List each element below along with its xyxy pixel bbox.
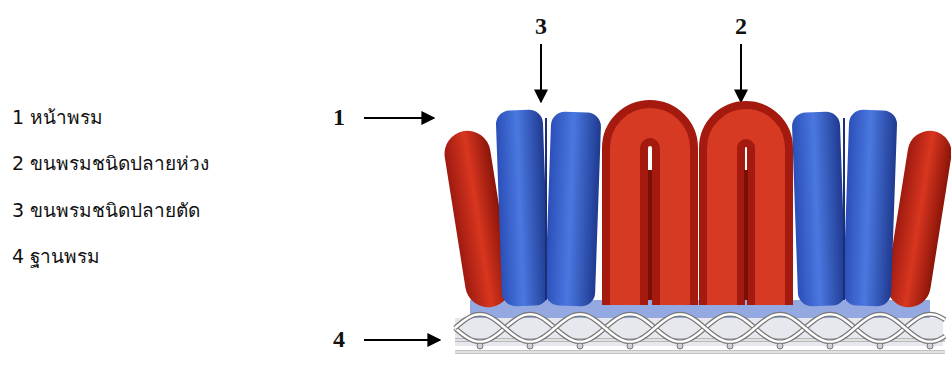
loop-pile (625, 123, 770, 305)
part-name: 4 ฐานพรม (12, 245, 100, 268)
leader-arrow (364, 117, 434, 119)
leader-arrow (740, 44, 742, 102)
callout-number: 1 (333, 103, 345, 132)
cut-pile (496, 109, 898, 307)
part-name: 2 ขนพรมชนิดปลายห่วง (12, 152, 209, 175)
part-name: 3 ขนพรมชนิดปลายตัด (12, 199, 200, 222)
callout-number: 2 (735, 12, 747, 41)
part-name: 1 หน้าพรม (12, 106, 103, 129)
leader-arrow (364, 339, 440, 341)
callout-number: 3 (535, 12, 547, 41)
carpet-backing (455, 300, 945, 352)
leader-arrow (540, 44, 542, 102)
callout-number: 4 (333, 325, 345, 354)
